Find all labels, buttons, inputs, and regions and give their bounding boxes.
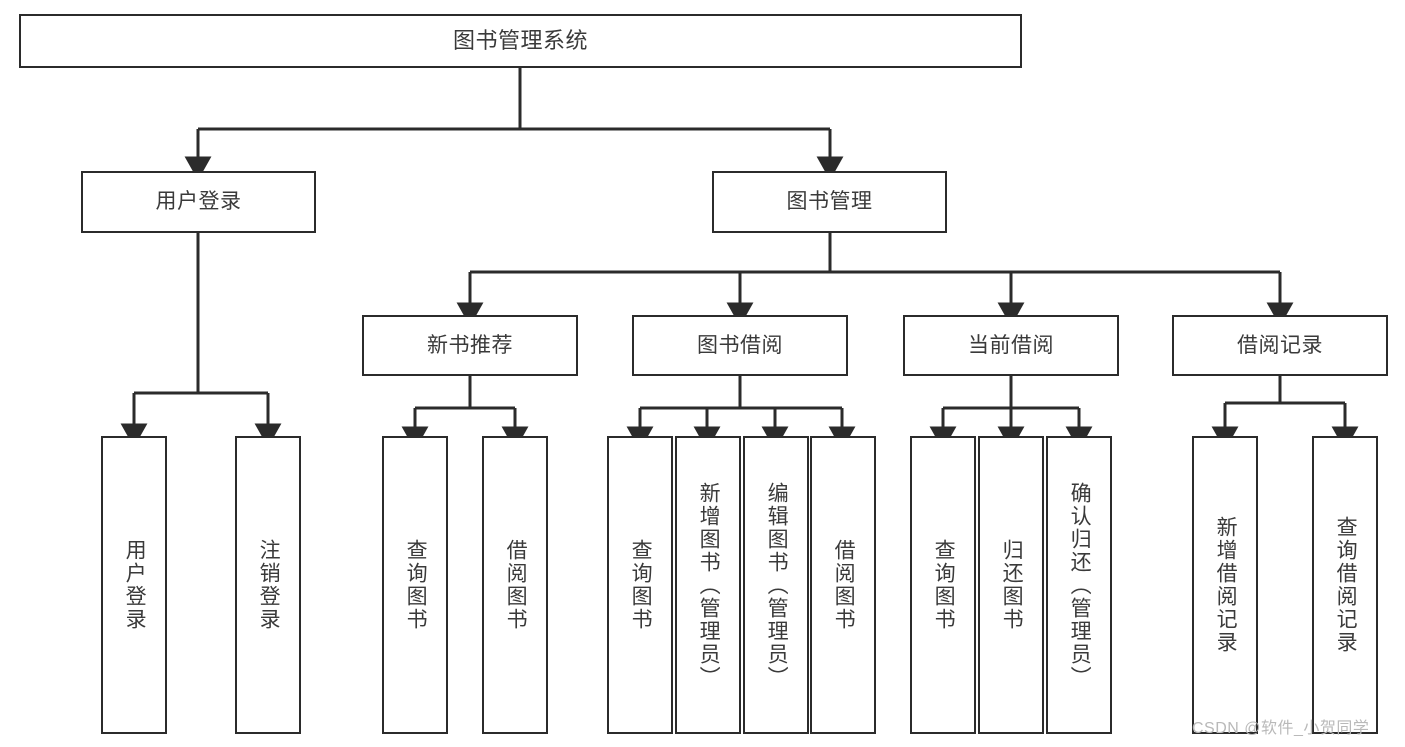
leaf-user-login[interactable]: 用户登录	[101, 436, 167, 734]
node-label: 新增借阅记录	[1214, 516, 1238, 654]
node-label: 查询图书	[629, 539, 653, 631]
node-label: 图书管理	[786, 190, 873, 214]
node-label: 图书管理系统	[452, 28, 588, 54]
leaf-query-borrow-record[interactable]: 查询借阅记录	[1312, 436, 1378, 734]
leaf-query-book-current[interactable]: 查询图书	[910, 436, 976, 734]
leaf-borrow-book-new[interactable]: 借阅图书	[482, 436, 548, 734]
node-label: 借阅图书	[832, 539, 856, 631]
node-label: 用户登录	[155, 190, 242, 214]
node-root-system[interactable]: 图书管理系统	[19, 14, 1022, 68]
node-label: 用户登录	[123, 539, 147, 631]
node-new-book-recommend[interactable]: 新书推荐	[362, 315, 578, 376]
node-label: 查询图书	[932, 539, 956, 631]
node-book-borrow[interactable]: 图书借阅	[632, 315, 848, 376]
node-label: 新增图书（管理员）	[697, 481, 721, 689]
leaf-query-book-new[interactable]: 查询图书	[382, 436, 448, 734]
node-book-management[interactable]: 图书管理	[712, 171, 947, 233]
leaf-return-book[interactable]: 归还图书	[978, 436, 1044, 734]
node-label: 借阅图书	[504, 539, 528, 631]
leaf-borrow-book[interactable]: 借阅图书	[810, 436, 876, 734]
node-label: 查询借阅记录	[1334, 516, 1358, 654]
leaf-edit-book-admin[interactable]: 编辑图书（管理员）	[743, 436, 809, 734]
node-label: 确认归还（管理员）	[1068, 481, 1092, 689]
node-label: 查询图书	[404, 539, 428, 631]
node-label: 借阅记录	[1237, 333, 1323, 357]
node-borrow-records[interactable]: 借阅记录	[1172, 315, 1388, 376]
node-label: 当前借阅	[968, 333, 1054, 357]
node-label: 新书推荐	[427, 333, 513, 357]
leaf-confirm-return-admin[interactable]: 确认归还（管理员）	[1046, 436, 1112, 734]
node-current-borrow[interactable]: 当前借阅	[903, 315, 1119, 376]
node-label: 归还图书	[1000, 539, 1024, 631]
node-user-login[interactable]: 用户登录	[81, 171, 316, 233]
leaf-logout[interactable]: 注销登录	[235, 436, 301, 734]
leaf-add-book-admin[interactable]: 新增图书（管理员）	[675, 436, 741, 734]
leaf-add-borrow-record[interactable]: 新增借阅记录	[1192, 436, 1258, 734]
node-label: 图书借阅	[697, 333, 783, 357]
node-label: 注销登录	[257, 539, 281, 631]
leaf-query-book-borrow[interactable]: 查询图书	[607, 436, 673, 734]
node-label: 编辑图书（管理员）	[765, 481, 789, 689]
